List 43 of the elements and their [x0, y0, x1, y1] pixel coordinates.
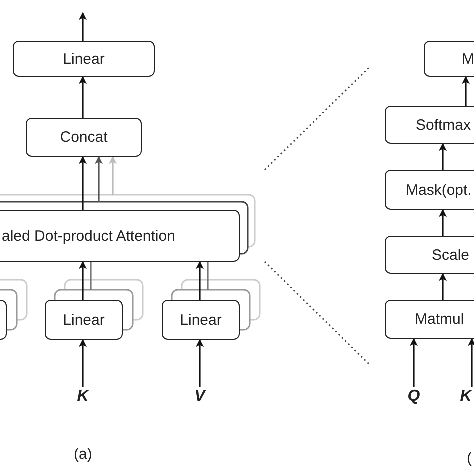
input-symbol: Q — [406, 387, 422, 407]
process-box — [385, 236, 474, 274]
input-symbol: K — [459, 387, 474, 407]
stacked-process-box — [0, 210, 240, 262]
process-box — [385, 300, 474, 339]
arrow — [410, 338, 418, 387]
box-label: Linear — [62, 310, 106, 330]
input-symbol: K — [76, 387, 90, 407]
process-box — [424, 41, 474, 77]
connector-line — [207, 262, 209, 290]
arrow — [79, 12, 87, 41]
process-box — [13, 41, 155, 77]
arrow — [196, 339, 204, 387]
arrow — [109, 156, 117, 195]
arrow — [196, 261, 204, 300]
process-box — [385, 170, 474, 210]
box-label: Softmax — [416, 116, 472, 136]
subfigure-label: ( — [467, 450, 472, 467]
box-label: aled Dot-product Attention — [2, 226, 176, 246]
arrow — [462, 76, 470, 106]
box-label: Concat — [59, 128, 109, 148]
box-label: Linear — [62, 50, 106, 70]
arrow — [439, 273, 447, 300]
process-box — [26, 118, 142, 157]
arrow — [439, 209, 447, 236]
arrow — [79, 156, 87, 210]
arrow — [95, 156, 103, 202]
stacked-process-box — [162, 300, 240, 340]
box-label: Mask(opt. — [406, 180, 472, 200]
connector-line — [90, 262, 92, 290]
arrow — [468, 338, 474, 387]
arrow — [439, 143, 447, 170]
arrow — [79, 76, 87, 118]
stacked-process-box — [45, 300, 123, 340]
process-box — [385, 106, 474, 144]
subfigure-label: (a) — [74, 446, 92, 463]
arrow — [79, 261, 87, 300]
box-label: Matmul — [415, 310, 464, 330]
box-label: Linear — [179, 310, 223, 330]
box-label: Scale — [432, 246, 470, 266]
input-symbol: V — [194, 387, 208, 407]
box-label: M — [462, 50, 474, 70]
arrow — [79, 339, 87, 387]
